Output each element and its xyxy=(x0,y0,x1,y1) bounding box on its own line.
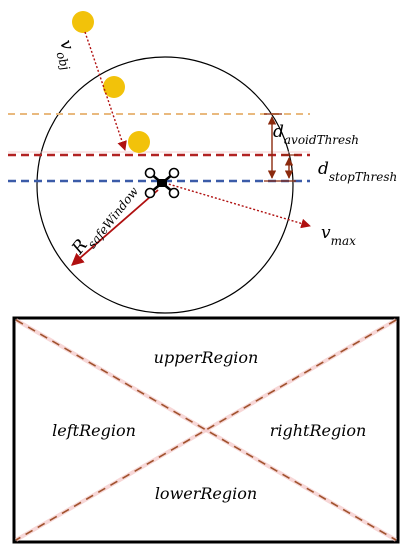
obstacle-dot xyxy=(128,131,150,153)
right-region-label: rightRegion xyxy=(270,421,367,440)
obstacle-velocity-label: vobj xyxy=(50,37,83,72)
region-diagonal xyxy=(15,319,397,541)
avoid-threshold-label: davoidThresh xyxy=(273,122,359,147)
safe-window-circle xyxy=(36,56,294,314)
safe-window-radius-arrow xyxy=(71,189,159,266)
obstacle-velocity-arrow xyxy=(84,31,127,151)
quadcopter-icon xyxy=(144,167,180,199)
upper-region-label: upperRegion xyxy=(154,348,259,367)
left-region-label: leftRegion xyxy=(52,421,136,440)
region-diagonal xyxy=(15,319,397,541)
stop-threshold-label: dstopThresh xyxy=(318,159,397,184)
top-diagram: vobj davoidThresh dstopThresh RsafeWindo… xyxy=(8,11,397,314)
bottom-diagram: upperRegion leftRegion rightRegion lower… xyxy=(12,316,400,544)
region-frame xyxy=(12,316,400,544)
obstacle-dot xyxy=(72,11,94,33)
max-velocity-arrow xyxy=(164,182,311,229)
max-velocity-label: vmax xyxy=(321,223,356,248)
lower-region-label: lowerRegion xyxy=(155,484,257,503)
safe-window-radius-label: RsafeWindow xyxy=(68,177,142,262)
obstacle-dot xyxy=(103,76,125,98)
